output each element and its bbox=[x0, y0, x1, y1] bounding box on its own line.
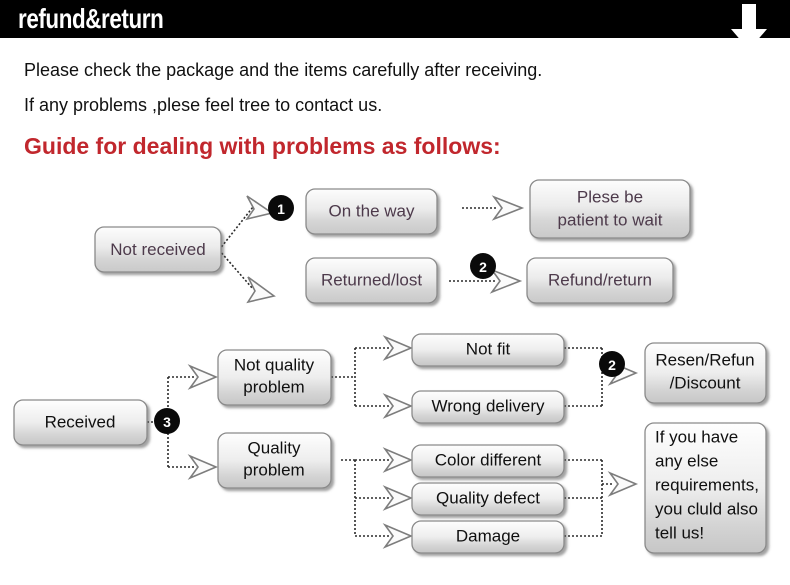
node-label-line2: problem bbox=[243, 460, 304, 479]
node-please-be-patient[interactable]: Plese be patient to wait bbox=[529, 179, 691, 239]
node-not-received[interactable]: Not received bbox=[94, 226, 222, 273]
connector-notquality-branch bbox=[331, 335, 414, 419]
note-line-3: requirements, bbox=[655, 475, 759, 494]
note-line-4: you cluld also bbox=[655, 499, 758, 518]
node-label: Quality defect bbox=[436, 488, 540, 507]
node-on-the-way[interactable]: On the way bbox=[305, 188, 438, 235]
connector-to-note bbox=[564, 459, 639, 537]
guide-heading: Guide for dealing with problems as follo… bbox=[24, 133, 501, 159]
node-quality-problem[interactable]: Quality problem bbox=[217, 432, 332, 489]
note-line-2: any else bbox=[655, 451, 718, 470]
node-not-fit[interactable]: Not fit bbox=[411, 333, 565, 367]
node-label: Refund/return bbox=[548, 270, 652, 289]
node-returned-lost[interactable]: Returned/lost bbox=[305, 257, 438, 304]
node-label: On the way bbox=[329, 201, 415, 220]
node-label-line2: patient to wait bbox=[558, 210, 663, 229]
node-color-different[interactable]: Color different bbox=[411, 444, 565, 478]
node-label-line2: problem bbox=[243, 377, 304, 396]
badge-number: 2 bbox=[608, 357, 616, 373]
node-received[interactable]: Received bbox=[13, 399, 148, 446]
note-line-1: If you have bbox=[655, 427, 738, 446]
badge-2-top: 2 bbox=[470, 253, 496, 279]
node-label-line1: Not quality bbox=[234, 355, 315, 374]
node-quality-defect[interactable]: Quality defect bbox=[411, 482, 565, 516]
connector-returnedlost-refundreturn bbox=[449, 268, 523, 294]
node-label: Wrong delivery bbox=[431, 396, 545, 415]
connector-notreceived-ontheway bbox=[218, 195, 274, 251]
connector-notreceived-returnedlost bbox=[218, 249, 276, 304]
badge-2-bottom: 2 bbox=[599, 351, 625, 377]
intro-text-line-1: Please check the package and the items c… bbox=[24, 60, 543, 80]
node-label: Not received bbox=[110, 240, 205, 259]
node-label: Not fit bbox=[466, 339, 511, 358]
connector-quality-branch bbox=[341, 447, 414, 549]
header-bar bbox=[0, 0, 790, 38]
node-label-line2: /Discount bbox=[670, 373, 741, 392]
badge-number: 1 bbox=[277, 201, 285, 217]
node-additional-requirements-note[interactable]: If you have any else requirements, you c… bbox=[644, 422, 767, 554]
node-wrong-delivery[interactable]: Wrong delivery bbox=[411, 390, 565, 424]
node-label-line1: Resen/Refun bbox=[655, 350, 754, 369]
node-not-quality-problem[interactable]: Not quality problem bbox=[217, 349, 332, 406]
connector-ontheway-pleasewait bbox=[462, 195, 525, 221]
node-damage[interactable]: Damage bbox=[411, 520, 565, 554]
badge-1: 1 bbox=[268, 195, 294, 221]
node-label: Received bbox=[45, 412, 116, 431]
badge-3: 3 bbox=[154, 408, 180, 434]
connector-received-split bbox=[147, 364, 219, 480]
intro-text-line-2: If any problems ,plese feel tree to cont… bbox=[24, 95, 383, 115]
note-line-5: tell us! bbox=[655, 523, 704, 542]
badge-number: 3 bbox=[163, 414, 171, 430]
node-label-line1: Plese be bbox=[577, 187, 643, 206]
node-label: Returned/lost bbox=[321, 270, 422, 289]
node-resend-refund-discount[interactable]: Resen/Refun /Discount bbox=[644, 342, 767, 404]
node-refund-return[interactable]: Refund/return bbox=[526, 257, 674, 304]
node-label: Damage bbox=[456, 526, 520, 545]
connector-to-resend bbox=[564, 347, 639, 407]
page-title: refund&return bbox=[18, 3, 164, 34]
badge-number: 2 bbox=[479, 259, 487, 275]
down-arrow-icon bbox=[731, 4, 767, 50]
node-label-line1: Quality bbox=[248, 438, 301, 457]
node-label: Color different bbox=[435, 450, 542, 469]
